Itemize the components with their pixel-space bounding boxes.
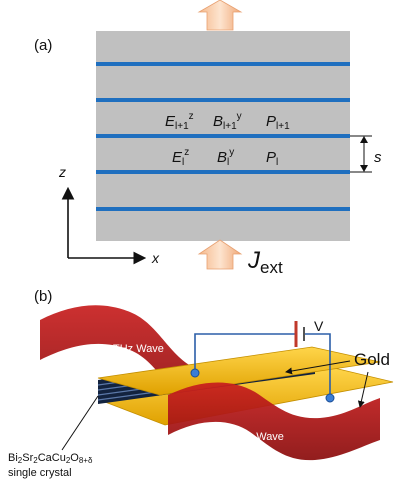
bottom-current-arrow <box>197 239 243 270</box>
panel-a-label: (a) <box>34 37 52 54</box>
field-b-lower: Bly <box>217 147 234 168</box>
field-b-upper: Bl+1y <box>213 111 242 132</box>
lower-row-fields: Elz Bly Pl <box>172 147 278 168</box>
top-current-arrow <box>197 0 243 31</box>
z-axis-label: z <box>58 164 66 180</box>
field-p-upper: Pl+1 <box>266 113 290 132</box>
plane-3 <box>96 134 350 138</box>
plane-2 <box>96 98 350 102</box>
voltage-circuit <box>194 333 331 396</box>
gold-pointer-top <box>285 360 351 375</box>
crystal-caption: single crystal <box>8 467 72 479</box>
axes <box>61 186 147 265</box>
thz-wave-top-label: THz Wave <box>113 343 164 355</box>
gold-top-plate <box>97 346 381 396</box>
spacing-label: s <box>374 149 382 166</box>
field-p-lower: Pl <box>266 149 278 168</box>
contact-top <box>190 368 200 378</box>
battery <box>294 321 305 347</box>
plane-5 <box>96 207 350 211</box>
gold-label: Gold <box>354 350 390 369</box>
voltage-label: V <box>314 318 324 334</box>
thz-wave-bottom-label: THz Wave <box>233 431 284 443</box>
field-e-lower: Elz <box>172 147 189 168</box>
gold-pointer-bottom <box>357 371 369 408</box>
contact-bottom <box>325 393 335 403</box>
thz-wave-left <box>40 305 200 410</box>
spacing-bracket <box>350 135 372 173</box>
plane-4 <box>96 170 350 174</box>
x-axis-label: x <box>151 250 160 266</box>
thz-wave-right <box>168 382 380 461</box>
current-label: Jext <box>247 247 283 277</box>
plane-1 <box>96 62 350 66</box>
upper-row-fields: El+1z Bl+1y Pl+1 <box>165 111 290 132</box>
panel-b-label: (b) <box>34 288 52 305</box>
crystal-pointer <box>61 395 99 451</box>
field-e-upper: El+1z <box>165 111 194 132</box>
crystal-formula: Bi2Sr2CaCu2O8+δ <box>8 452 93 465</box>
superconducting-planes <box>96 62 350 211</box>
